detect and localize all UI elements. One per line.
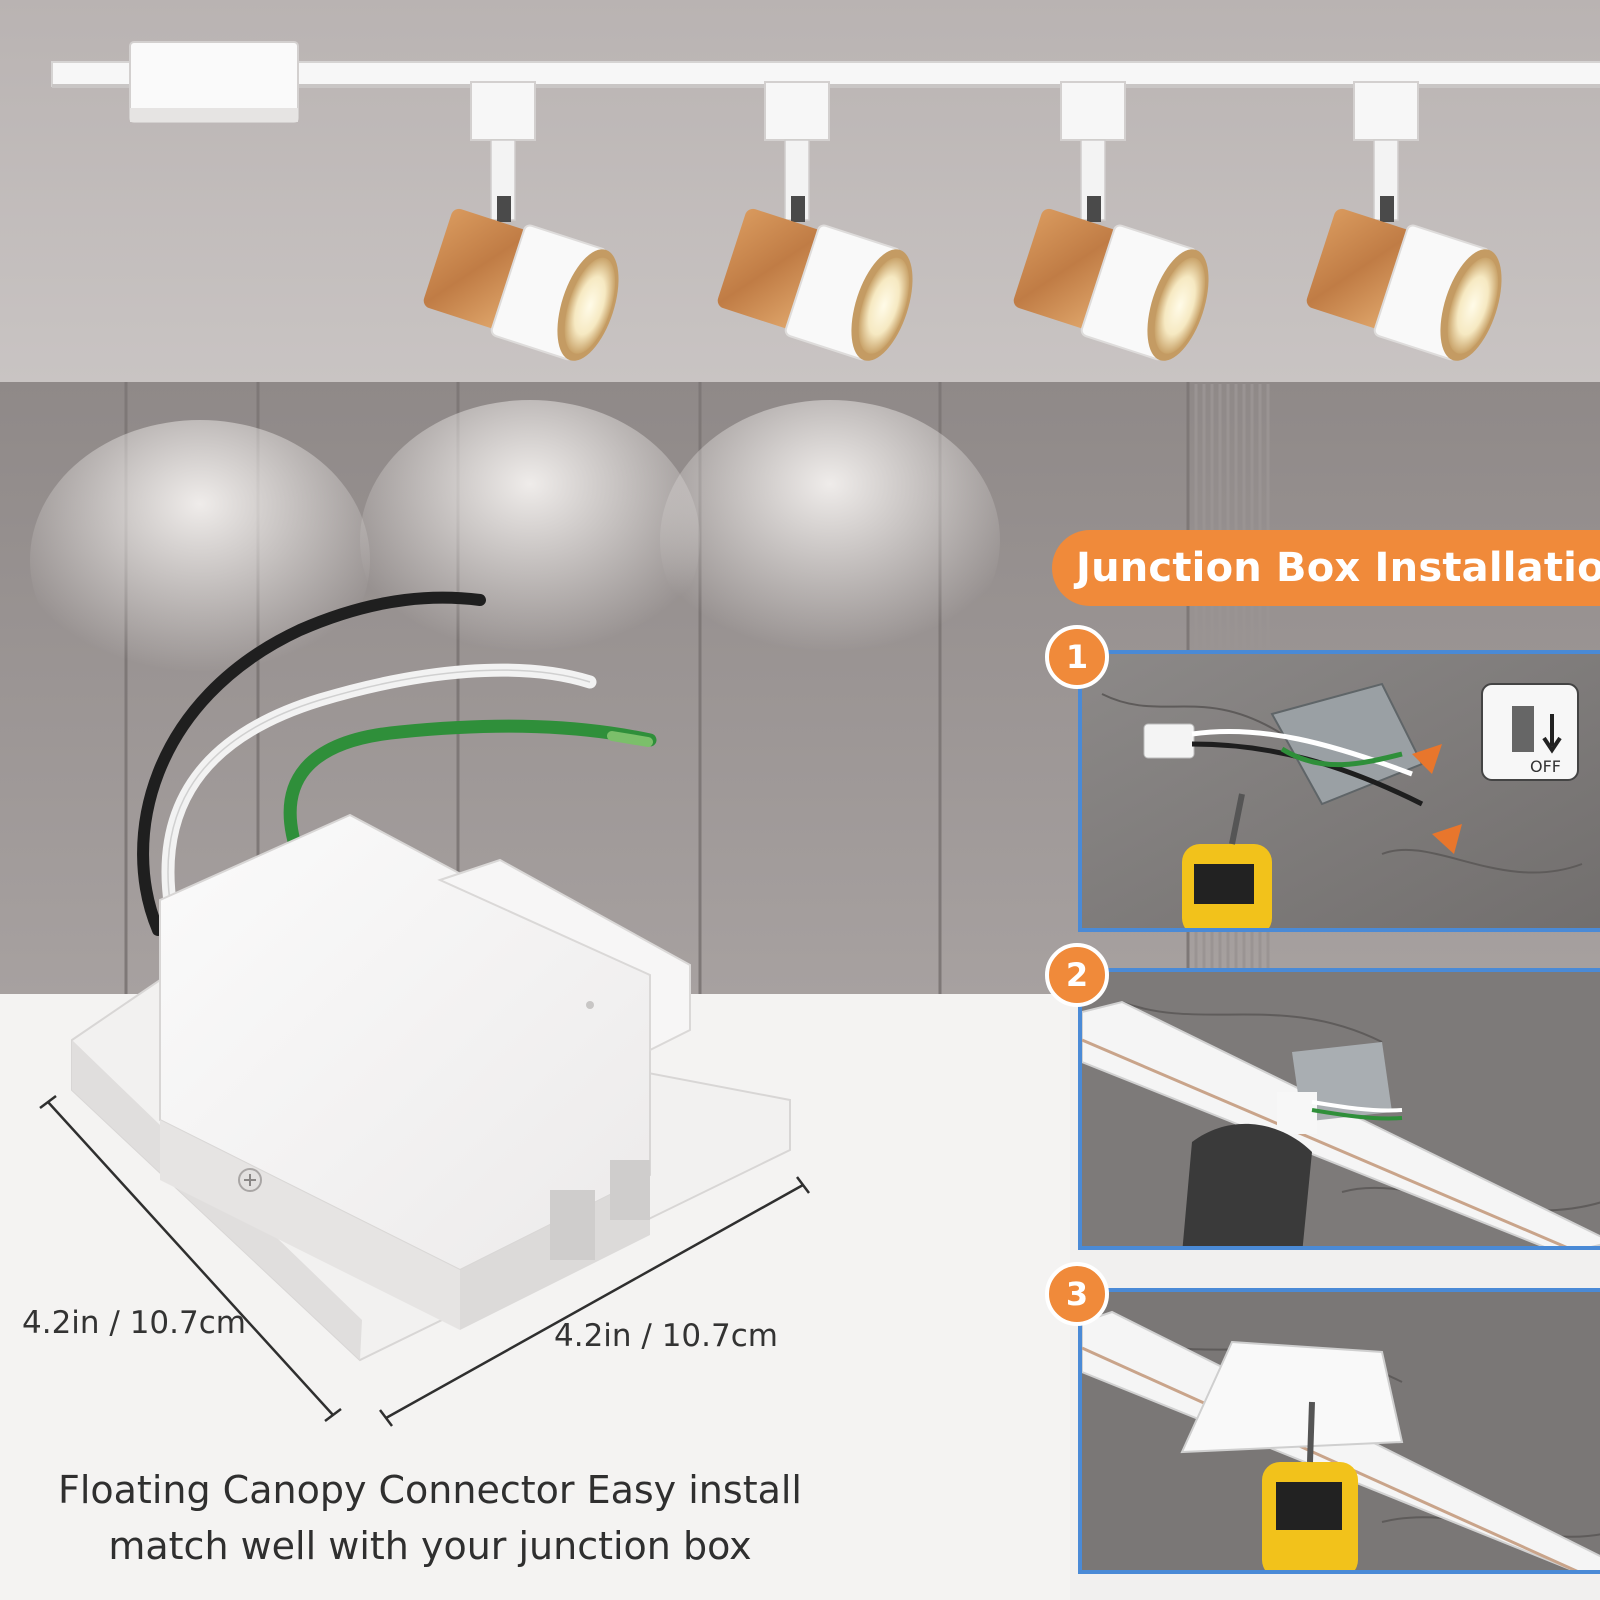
- banner-title: Junction Box Installation: [1076, 545, 1600, 591]
- step-3-photo: [1082, 1292, 1600, 1570]
- track-head-3: [1013, 81, 1209, 361]
- caption-line-2: match well with your junction box: [108, 1524, 752, 1568]
- step-3-panel: [1078, 1288, 1600, 1574]
- junction-box-banner: Junction Box Installation: [1052, 530, 1600, 606]
- step-1-number: 1: [1065, 638, 1089, 676]
- caption-line-1: Floating Canopy Connector Easy install: [57, 1468, 802, 1512]
- step-2-number: 2: [1065, 956, 1089, 994]
- power-switch-icon: OFF: [1481, 683, 1579, 781]
- step-1-badge: 1: [1045, 625, 1109, 689]
- product-caption: Floating Canopy Connector Easy install m…: [0, 1462, 860, 1574]
- step-3-badge: 3: [1045, 1262, 1109, 1326]
- drill-icon: [1182, 793, 1272, 928]
- step-2-photo: [1082, 972, 1600, 1246]
- dimension-label-right: 4.2in / 10.7cm: [554, 1318, 778, 1354]
- step-1-panel: OFF: [1078, 650, 1600, 932]
- dimension-label-left: 4.2in / 10.7cm: [22, 1305, 246, 1341]
- step-2-panel: [1078, 968, 1600, 1250]
- track-head-4: [1306, 81, 1502, 361]
- track-head-1: [423, 81, 619, 361]
- step-3-number: 3: [1065, 1275, 1089, 1313]
- switch-off-label: OFF: [1530, 757, 1561, 776]
- drill-icon: [1262, 1401, 1358, 1570]
- track-head-2: [717, 81, 913, 361]
- step-1-photo: OFF: [1082, 654, 1600, 928]
- step-2-badge: 2: [1045, 943, 1109, 1007]
